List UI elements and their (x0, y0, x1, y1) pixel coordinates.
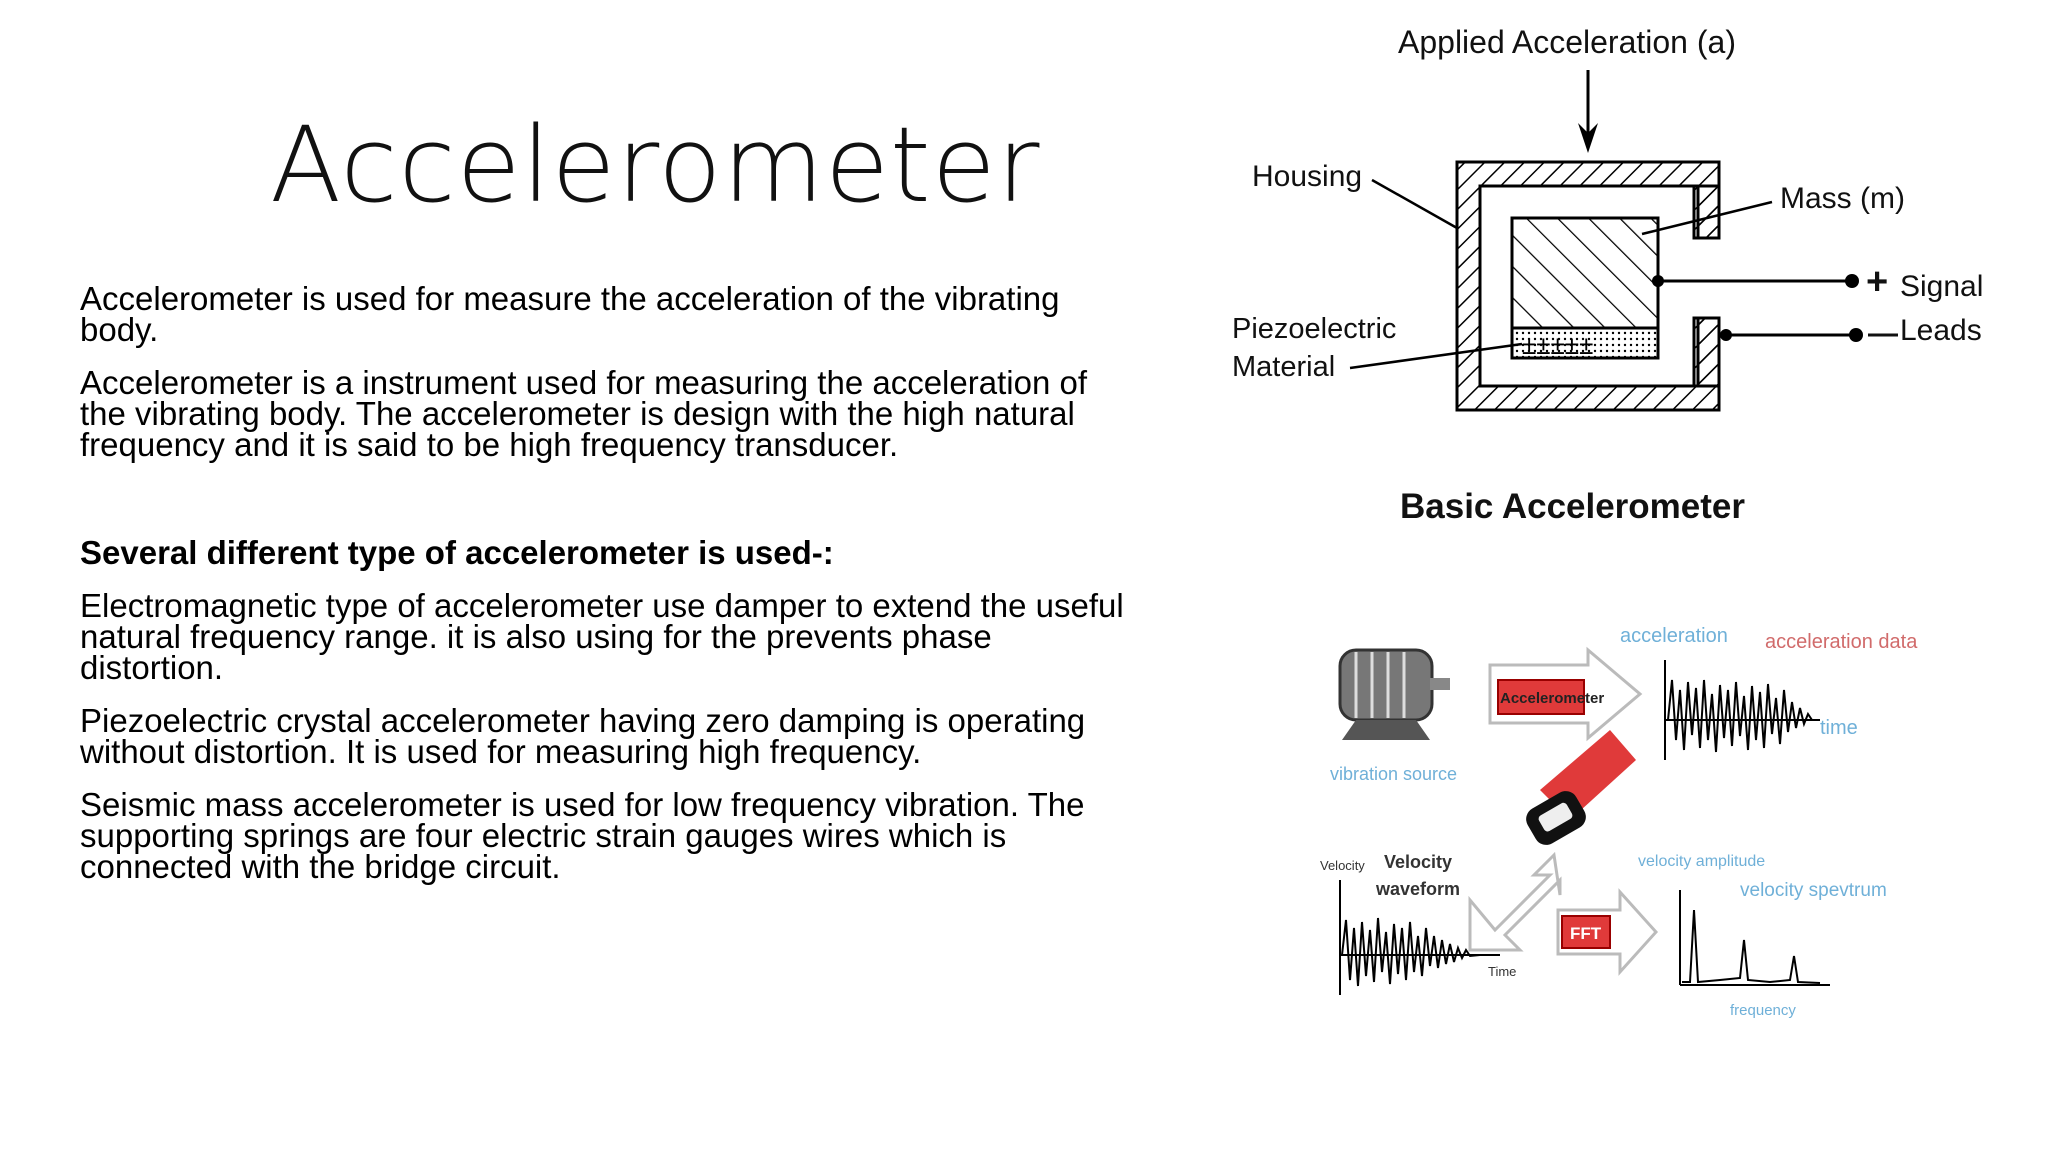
frequency-axis-label: frequency (1730, 1002, 1796, 1019)
velocity-waveform (1341, 917, 1481, 987)
piezo-charge-marks: ±±±±± (1522, 330, 1593, 360)
basic-accelerometer-svg: Applied Acceleration (a) ±±±±± Housing M… (1232, 24, 1983, 526)
mass-leader (1641, 200, 1773, 236)
acceleration-label: acceleration (1620, 625, 1728, 647)
signal-label: Signal (1900, 270, 1983, 303)
time-axis-label: Time (1488, 964, 1516, 979)
time-label: time (1820, 717, 1858, 739)
slide-body: Accelerometer is used for measure the ac… (80, 280, 1130, 904)
diagram-caption: Basic Accelerometer (1400, 487, 1745, 526)
accelerometer-box (1497, 679, 1585, 715)
vibration-measurement-diagram: vibration source Accelerometer accelerat… (1320, 610, 1980, 1030)
housing-leader (1371, 178, 1458, 230)
applied-acceleration-label: Applied Acceleration (a) (1398, 24, 1736, 60)
type-electromagnetic: Electromagnetic type of accelerometer us… (80, 587, 1124, 686)
acceleration-data-label: acceleration data (1765, 631, 1918, 653)
mass-label: Mass (m) (1780, 182, 1905, 215)
type-piezoelectric: Piezoelectric crystal accelerometer havi… (80, 702, 1086, 770)
fft-box-label: FFT (1570, 924, 1602, 943)
accelerometer-box-label: Accelerometer (1500, 690, 1604, 707)
fft-box (1561, 915, 1611, 949)
spacer (80, 482, 1130, 537)
piezo-leader (1349, 342, 1523, 370)
basic-accelerometer-diagram: Applied Acceleration (a) ±±±±± Housing M… (1232, 18, 2032, 538)
acceleration-waveform (1667, 679, 1813, 753)
vibration-source-label: vibration source (1330, 764, 1457, 784)
paragraph-definition: Accelerometer is used for measure the ac… (80, 280, 1060, 348)
lead-terminal-top (1845, 274, 1859, 288)
velocity-spectrum (1682, 909, 1821, 984)
velocity-waveform-label-1: Velocity (1384, 852, 1452, 872)
diagonal-arrow (1468, 851, 1562, 952)
motor-icon (1338, 648, 1450, 740)
velocity-spectrum-label: velocity spevtrum (1740, 880, 1887, 901)
signal-plus: + (1866, 261, 1888, 303)
piezoelectric-element (1510, 326, 1660, 360)
leads-label: Leads (1900, 314, 1982, 347)
types-heading: Several different type of accelerometer … (80, 534, 834, 571)
signal-minus: — (1868, 317, 1898, 350)
velocity-waveform-label-2: waveform (1375, 879, 1460, 899)
vibration-flow-svg: vibration source Accelerometer accelerat… (1320, 625, 1918, 1019)
piezo-label-line2: Material (1232, 351, 1335, 383)
housing-label: Housing (1252, 160, 1362, 193)
piezo-label-line1: Piezoelectric (1232, 313, 1396, 345)
sensor-icon (1526, 791, 1586, 845)
slide-title: Accelerometer (270, 104, 1041, 226)
housing-body (1455, 160, 1724, 412)
velocity-axis-label: Velocity (1320, 858, 1365, 873)
lead-terminal-bottom (1849, 328, 1863, 342)
type-seismic: Seismic mass accelerometer is used for l… (80, 786, 1085, 885)
applied-arrow-head (1578, 123, 1598, 153)
seismic-mass (1510, 216, 1660, 330)
velocity-amplitude-label: velocity amplitude (1638, 853, 1765, 870)
paragraph-description: Accelerometer is a instrument used for m… (80, 364, 1087, 463)
